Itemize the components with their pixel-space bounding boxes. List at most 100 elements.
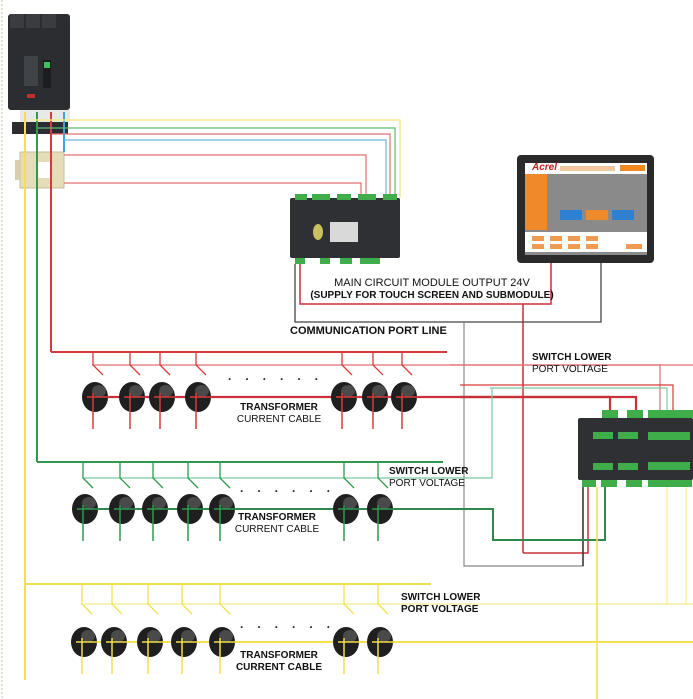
current-transformer — [171, 584, 198, 674]
current-transformer — [367, 584, 394, 674]
ct-highlight — [147, 630, 161, 642]
voltage-feed-green — [38, 127, 396, 198]
ct-highlight — [372, 385, 386, 397]
supply-24v-line — [299, 263, 552, 305]
transformer-label-3a: TRANSFORMER — [240, 650, 318, 661]
current-transformer — [109, 462, 136, 541]
current-transformer — [149, 352, 176, 429]
ct-highlight — [82, 497, 96, 509]
ct-tap-line — [372, 352, 384, 376]
main-output-label-line1: MAIN CIRCUIT MODULE OUTPUT 24V — [334, 277, 530, 289]
current-transformer — [333, 462, 360, 541]
current-transformer — [185, 352, 212, 429]
ct-tap-line — [219, 584, 231, 615]
ct-highlight — [343, 630, 357, 642]
current-transformer — [362, 352, 389, 429]
current-transformer — [209, 584, 236, 674]
ct-highlight — [195, 385, 209, 397]
ct-feed-1 — [64, 154, 367, 198]
ct-highlight — [159, 385, 173, 397]
voltage-feed-red — [52, 133, 391, 198]
ct-highlight — [341, 385, 355, 397]
ellipsis-row-3: · · · · · · — [240, 620, 336, 634]
current-transformer — [142, 462, 169, 541]
ct-tap-line — [119, 462, 131, 489]
circuit-breaker — [8, 14, 70, 134]
switch-lower-label-1a: SWITCH LOWER — [532, 352, 612, 363]
ellipsis-row-1: · · · · · · — [228, 372, 324, 386]
comm-line-main — [294, 263, 602, 323]
current-transformer — [82, 352, 109, 429]
transformer-label-3: TRANSFORMER CURRENT CABLE — [224, 650, 334, 673]
current-transformer — [333, 584, 360, 674]
acrel-logo: Acrel — [532, 162, 558, 173]
main-current-transformer — [15, 151, 65, 189]
current-transformer — [177, 462, 204, 541]
current-transformer — [331, 352, 358, 429]
voltage-feed-yellow — [28, 119, 401, 198]
ct-highlight — [219, 630, 233, 642]
ct-tap-line — [181, 584, 193, 615]
ct-tap-line — [377, 462, 389, 489]
ct-tap-line — [401, 352, 413, 376]
switch-lower-label-2b: PORT VOLTAGE — [389, 477, 465, 489]
ct-feed-2 — [64, 182, 362, 198]
switch-lower-label-3a: SWITCH LOWER — [401, 592, 481, 603]
main-output-label-line2: (SUPPLY FOR TOUCH SCREEN AND SUBMODULE) — [310, 289, 554, 301]
ct-highlight — [377, 630, 391, 642]
submodule — [578, 410, 693, 487]
ct-tap-line — [341, 352, 353, 376]
ct-tap-line — [187, 462, 199, 489]
ct-tap-line — [343, 462, 355, 489]
red-switch-voltage-to-sub2 — [460, 384, 674, 410]
current-transformer — [72, 462, 99, 541]
switch-lower-label-2: SWITCH LOWER PORT VOLTAGE — [389, 466, 468, 489]
transformer-label-1a: TRANSFORMER — [240, 402, 318, 413]
ct-tap-line — [219, 462, 231, 489]
ct-tap-line — [92, 352, 104, 376]
current-transformer — [71, 584, 98, 674]
ct-highlight — [181, 630, 195, 642]
current-transformer — [137, 584, 164, 674]
switch-lower-label-1: SWITCH LOWER PORT VOLTAGE — [532, 352, 611, 375]
ct-highlight — [111, 630, 125, 642]
current-transformer — [391, 352, 418, 429]
current-transformer — [209, 462, 236, 541]
transformer-label-3b: CURRENT CABLE — [235, 661, 323, 673]
ct-tap-line — [111, 584, 123, 615]
green-switch-voltage-to-sub — [490, 387, 668, 410]
transformer-label-2a: TRANSFORMER — [238, 512, 316, 523]
ct-tap-line — [147, 584, 159, 615]
ct-highlight — [343, 497, 357, 509]
ct-tap-line — [377, 584, 389, 615]
ct-tap-line — [81, 584, 93, 615]
voltage-feed-blue — [64, 139, 387, 198]
ct-tap-line — [82, 462, 94, 489]
ct-highlight — [152, 497, 166, 509]
current-transformer — [101, 584, 128, 674]
ct-highlight — [119, 497, 133, 509]
switch-lower-label-2a: SWITCH LOWER — [389, 466, 469, 477]
comm-port-label: COMMUNICATION PORT LINE — [290, 325, 447, 337]
ct-highlight — [377, 497, 391, 509]
ct-highlight — [92, 385, 106, 397]
ct-highlight — [129, 385, 143, 397]
ct-tap-line — [195, 352, 207, 376]
ct-highlight — [81, 630, 95, 642]
ct-tap-line — [152, 462, 164, 489]
transformer-label-1: TRANSFORMER CURRENT CABLE — [224, 402, 334, 425]
ct-highlight — [219, 497, 233, 509]
red-switch-voltage-to-sub1 — [450, 364, 661, 410]
transformer-label-2b: CURRENT CABLE — [234, 523, 320, 535]
touch-screen — [517, 155, 654, 263]
ct-rows — [71, 352, 418, 674]
current-transformer — [367, 462, 394, 541]
transformer-label-1b: CURRENT CABLE — [236, 413, 322, 425]
ct-highlight — [401, 385, 415, 397]
main-output-label: MAIN CIRCUIT MODULE OUTPUT 24V (SUPPLY F… — [292, 277, 572, 301]
current-transformer — [119, 352, 146, 429]
transformer-label-2: TRANSFORMER CURRENT CABLE — [222, 512, 332, 535]
switch-lower-label-3: SWITCH LOWER PORT VOLTAGE — [401, 592, 480, 615]
ct-tap-line — [129, 352, 141, 376]
